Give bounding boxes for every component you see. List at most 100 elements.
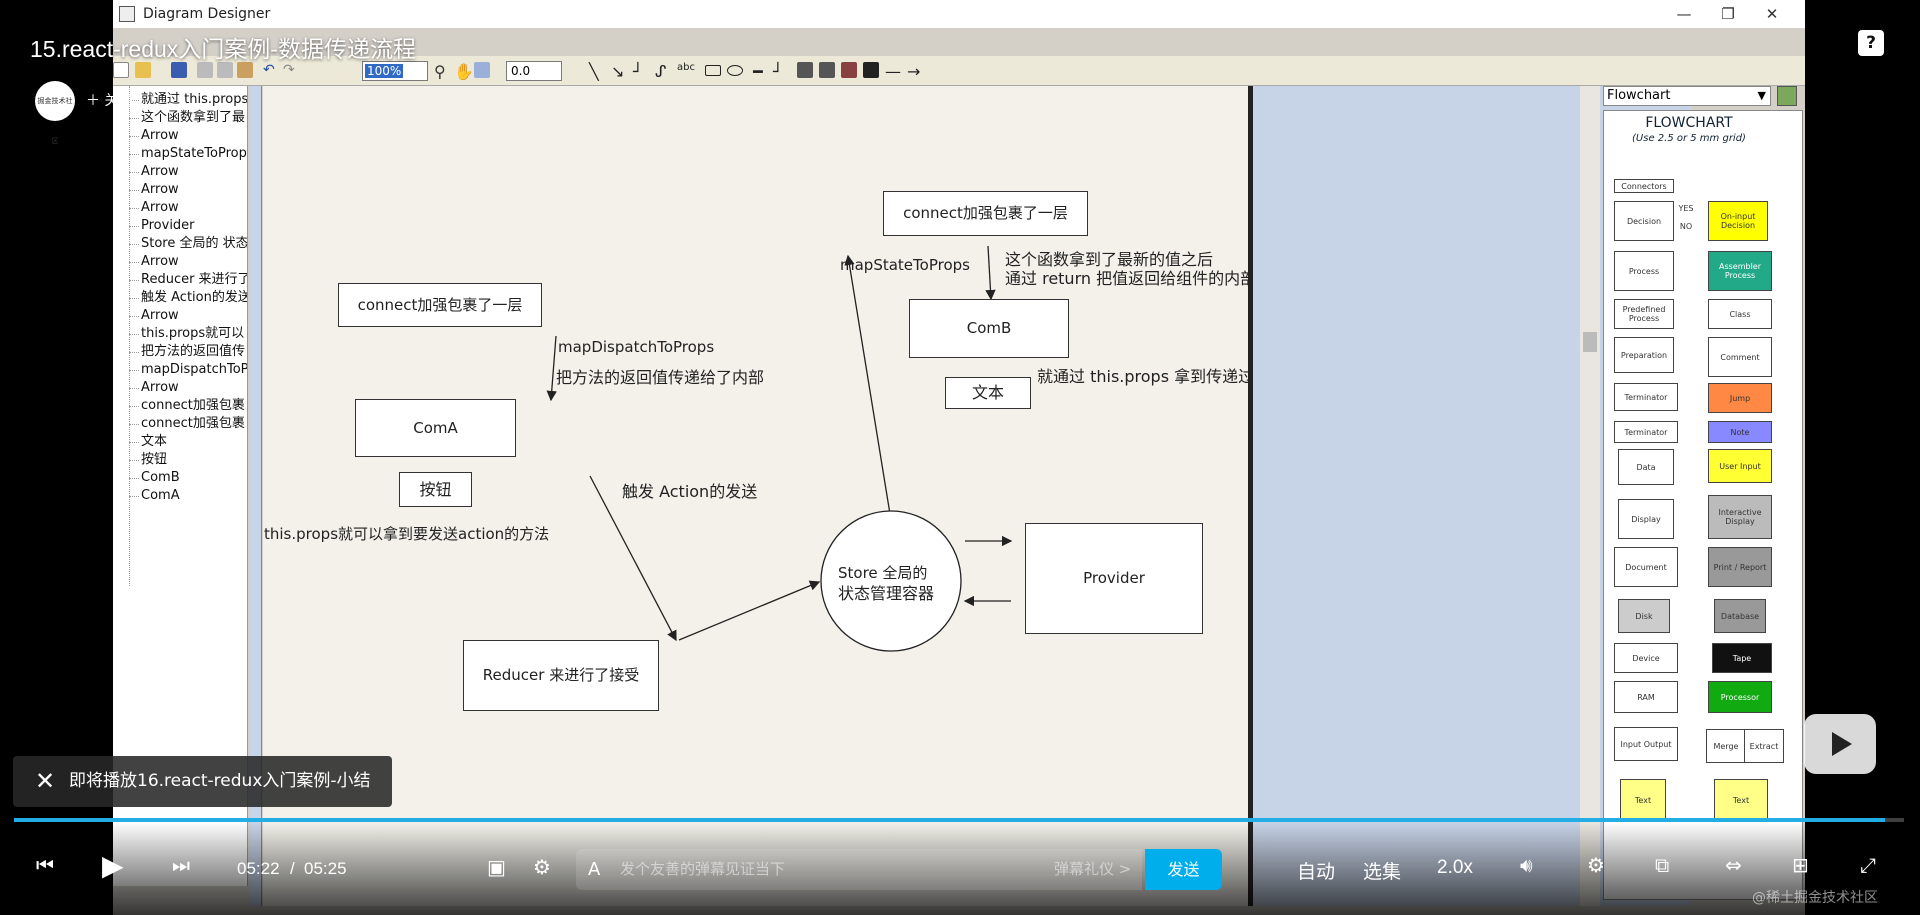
web-fullscreen-icon[interactable]: ⊞: [1792, 853, 1809, 877]
connect-box-a[interactable]: connect加强包裹了一层: [338, 283, 542, 327]
select-tool-icon[interactable]: [474, 62, 490, 78]
palette-shape[interactable]: Decision: [1614, 201, 1674, 241]
tree-item[interactable]: Store 全局的 状态: [141, 236, 247, 251]
tree-item[interactable]: 触发 Action的发送: [141, 290, 247, 305]
palette-shape[interactable]: Interactive Display: [1708, 495, 1772, 539]
palette-shape[interactable]: Preparation: [1614, 337, 1674, 373]
palette-shape[interactable]: Process: [1614, 251, 1674, 291]
tree-item[interactable]: 文本: [141, 434, 168, 449]
palette-shape[interactable]: NO: [1679, 221, 1693, 231]
ellipse-tool-icon[interactable]: [727, 65, 743, 76]
progress-bar[interactable]: [14, 818, 1904, 822]
arrow-tool-icon[interactable]: ↘: [611, 62, 625, 81]
palette-shape[interactable]: Print / Report: [1708, 547, 1772, 587]
palette-shape[interactable]: Terminator: [1614, 421, 1678, 443]
tree-item[interactable]: connect加强包裹: [141, 416, 245, 431]
palette-shape[interactable]: Tape: [1712, 643, 1772, 673]
close-icon[interactable]: ✕: [35, 767, 56, 795]
palette-shape[interactable]: YES: [1678, 203, 1694, 213]
text-box[interactable]: 文本: [945, 377, 1031, 409]
hand-icon[interactable]: ✋: [454, 62, 474, 81]
palette-shape[interactable]: Device: [1614, 643, 1678, 673]
text-style-icon[interactable]: A: [588, 859, 601, 880]
tree-item[interactable]: ComA: [141, 488, 180, 503]
new-icon[interactable]: [113, 62, 129, 78]
palette-shape[interactable]: Display: [1618, 499, 1674, 539]
tree-item[interactable]: Arrow: [141, 128, 179, 143]
maximize-icon[interactable]: ❐: [1721, 5, 1735, 23]
palette-shape[interactable]: Text: [1714, 779, 1768, 821]
tree-item[interactable]: Reducer 来进行了: [141, 272, 247, 287]
send-button[interactable]: 发送: [1145, 849, 1222, 890]
volume-icon[interactable]: 🔊︎: [1520, 853, 1533, 877]
tree-item[interactable]: mapDispatchToProps: [141, 362, 247, 377]
undo-icon[interactable]: ↶: [263, 62, 275, 78]
previous-icon[interactable]: ⏮: [36, 853, 54, 877]
curve-tool-icon[interactable]: ᔑ: [655, 62, 667, 81]
palette-shape[interactable]: Data: [1618, 449, 1674, 485]
danmu-settings-icon[interactable]: ⚙: [533, 855, 551, 879]
provider-box[interactable]: Provider: [1025, 523, 1203, 634]
auto-quality-button[interactable]: 自动: [1297, 862, 1336, 883]
line-tool-icon[interactable]: ╲: [589, 62, 599, 81]
line-end-icon[interactable]: —: [885, 62, 901, 81]
tree-item[interactable]: 就通过 this.props: [141, 92, 247, 107]
bilibili-tv-icon[interactable]: [1804, 714, 1876, 774]
palette-shape[interactable]: Assembler Process: [1708, 251, 1772, 291]
tree-item[interactable]: ComB: [141, 470, 180, 485]
arrow-end-icon[interactable]: →: [907, 62, 921, 81]
connect-box-b[interactable]: connect加强包裹了一层: [883, 191, 1088, 236]
vertical-scrollbar[interactable]: [1580, 86, 1600, 906]
tree-item[interactable]: Arrow: [141, 164, 179, 179]
tree-item[interactable]: 把方法的返回值传: [141, 344, 246, 359]
tree-item[interactable]: Arrow: [141, 200, 179, 215]
palette-shape[interactable]: Extract: [1744, 729, 1784, 763]
tree-item[interactable]: this.props就可以: [141, 326, 245, 341]
zoom-select[interactable]: 100%: [362, 61, 428, 81]
line-style-icon[interactable]: ━: [753, 62, 763, 81]
palette-shape[interactable]: Jump: [1708, 383, 1772, 413]
speed-button[interactable]: 2.0x: [1437, 857, 1473, 878]
reducer-box[interactable]: Reducer 来进行了接受: [463, 640, 659, 711]
avatar[interactable]: 掘金技术社区: [35, 81, 75, 145]
palette-shape[interactable]: Predefined Process: [1614, 299, 1674, 329]
palette-shape[interactable]: Disk: [1618, 599, 1670, 633]
palette-shape[interactable]: RAM: [1614, 681, 1678, 713]
danmu-toggle-icon[interactable]: ▣: [487, 855, 506, 879]
open-icon[interactable]: [135, 62, 151, 78]
shape-palette[interactable]: FLOWCHART (Use 2.5 or 5 mm grid) Connect…: [1603, 110, 1803, 900]
tree-item[interactable]: Arrow: [141, 254, 179, 269]
line-width-field[interactable]: 0.0: [506, 61, 562, 81]
tree-item[interactable]: mapStateToProps: [141, 146, 247, 161]
layer-icon[interactable]: [841, 62, 857, 78]
widescreen-icon[interactable]: ⇔: [1725, 853, 1742, 877]
zoom-icon[interactable]: ⚲: [434, 62, 446, 81]
help-icon[interactable]: ?: [1858, 30, 1884, 56]
tree-item[interactable]: Arrow: [141, 380, 179, 395]
tree-item[interactable]: Provider: [141, 218, 195, 233]
text-tool-icon[interactable]: abc: [677, 62, 695, 73]
palette-shape[interactable]: Terminator: [1614, 383, 1678, 411]
tree-item[interactable]: Arrow: [141, 182, 179, 197]
connector-tool-icon[interactable]: ┘: [633, 62, 643, 81]
next-icon[interactable]: ⏭: [172, 853, 190, 877]
picture-in-picture-icon[interactable]: ⧉: [1655, 853, 1670, 877]
color-icon[interactable]: [863, 62, 879, 78]
coma-box[interactable]: ComA: [355, 399, 516, 457]
palette-shape[interactable]: Database: [1714, 599, 1766, 633]
palette-shape[interactable]: Input Output: [1614, 727, 1678, 761]
fullscreen-icon[interactable]: ⤢: [1860, 853, 1876, 877]
palette-shape[interactable]: On-input Decision: [1708, 201, 1768, 241]
next-episode-banner[interactable]: ✕ 即将播放16.react-redux入门案例-小结: [13, 756, 392, 807]
rectangle-tool-icon[interactable]: [705, 65, 721, 76]
cut-icon[interactable]: [197, 62, 213, 78]
object-tree[interactable]: 就通过 this.props 这个函数拿到了最 Arrow mapStateToPro…: [113, 86, 248, 886]
palette-shape[interactable]: Text: [1620, 779, 1666, 821]
tree-item[interactable]: 这个函数拿到了最: [141, 110, 246, 125]
diagram-canvas[interactable]: connect加强包裹了一层 mapDispatchToProps 把方法的返回…: [263, 86, 1251, 906]
danmu-input[interactable]: A 发个友善的弹幕见证当下 弹幕礼仪 >: [576, 849, 1142, 890]
danmu-etiquette-link[interactable]: 弹幕礼仪 >: [1054, 860, 1132, 878]
palette-shape[interactable]: Merge: [1706, 729, 1746, 763]
palette-load-icon[interactable]: [1777, 86, 1797, 106]
